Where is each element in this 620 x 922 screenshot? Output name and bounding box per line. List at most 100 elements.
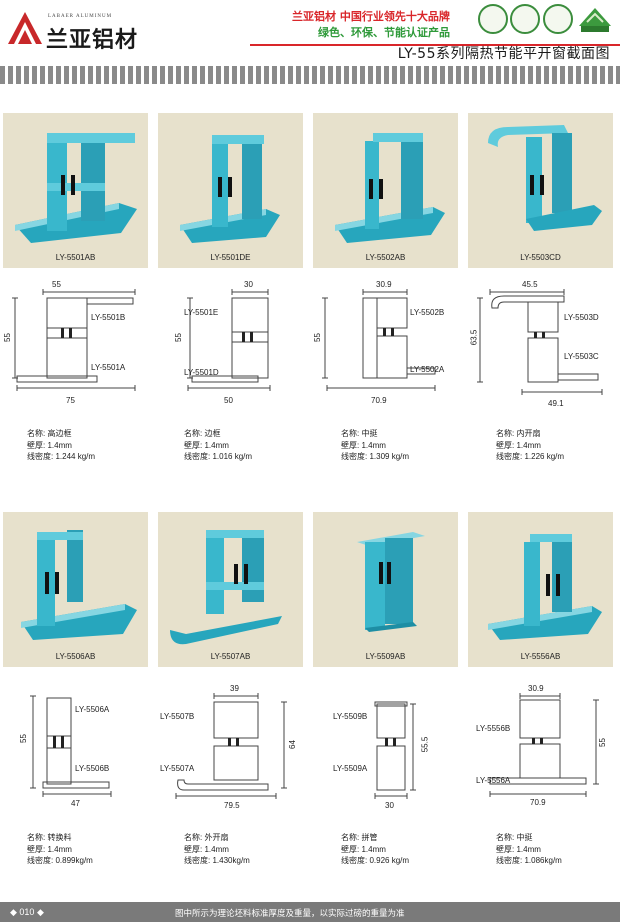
page-title: LY-55系列隔热节能平开窗截面图 xyxy=(397,46,610,62)
part-label-a: LY-5501A xyxy=(91,363,126,372)
profile-render-ly-5556ab: LY-5556AB xyxy=(468,512,613,667)
spec-name-label: 名称: xyxy=(496,833,515,842)
part-label-b: LY-5509B xyxy=(333,712,368,721)
profile-code: LY-5506AB xyxy=(55,652,96,661)
spec-density-label: 线密度: xyxy=(27,452,54,461)
section-drawing-ly-5501ab: 55 55 75 LY-5501B LY-5501A xyxy=(3,278,148,408)
spec-wall: 1.4mm xyxy=(361,440,386,450)
brand-name: 兰亚铝材 xyxy=(46,28,139,53)
green-building-badge-icon xyxy=(579,8,611,32)
section-outline-icon xyxy=(175,693,287,799)
spec-name-label: 名称: xyxy=(341,429,360,438)
dimension-width-top: 39 xyxy=(230,684,239,693)
spec-wall-label: 壁厚: xyxy=(341,844,360,854)
part-label-b: LY-5507B xyxy=(160,712,195,721)
spec-name-label: 名称: xyxy=(341,833,360,842)
spec-wall: 1.4mm xyxy=(361,844,386,854)
spec-name: 转换料 xyxy=(47,833,72,842)
dimension-height: 55 xyxy=(2,333,12,342)
dimension-height: 55 xyxy=(597,738,607,747)
spec-name: 内开扇 xyxy=(516,429,541,438)
environmental-seal-icon xyxy=(510,4,540,34)
brand-latin-name: LABAER ALUMINUM xyxy=(48,14,113,19)
section-drawing-ly-5556ab: 30.9 55 70.9 LY-5556B LY-5556A xyxy=(468,682,613,812)
section-outline-icon xyxy=(12,289,136,391)
profile-code: LY-5501AB xyxy=(55,253,96,262)
spec-density: 1.430kg/m xyxy=(212,856,250,865)
spec-name: 高边框 xyxy=(47,429,72,438)
decorative-stripe xyxy=(0,66,620,84)
aluminum-profile-render-icon xyxy=(357,532,425,632)
certification-seal-icon xyxy=(478,4,508,34)
page-header: LABAER ALUMINUM 兰亚铝材 兰亚铝材 中国行业领先十大品牌 绿色、… xyxy=(0,0,620,62)
profile-code: LY-5507AB xyxy=(210,652,251,661)
part-label-a: LY-5507A xyxy=(160,764,195,773)
profile-code: LY-5503CD xyxy=(520,253,561,262)
spec-density: 0.926 kg/m xyxy=(369,856,410,865)
brand-logo-icon xyxy=(8,12,42,44)
spec-density-label: 线密度: xyxy=(184,856,211,865)
profile-render-ly-5507ab: LY-5507AB xyxy=(158,512,303,667)
part-label-a: LY-5502A xyxy=(410,365,445,374)
brand-slogan: 兰亚铝材 中国行业领先十大品牌 xyxy=(292,10,450,23)
dimension-height: 64 xyxy=(287,740,297,749)
spec-density-label: 线密度: xyxy=(496,856,523,865)
part-label-d: LY-5501D xyxy=(184,368,219,377)
part-label-b: LY-5501B xyxy=(91,313,126,322)
aluminum-profile-render-icon xyxy=(488,125,602,231)
page-number: ◆ 010 ◆ xyxy=(10,907,44,917)
spec-wall: 1.4mm xyxy=(204,844,229,854)
dimension-width-top: 30 xyxy=(244,280,253,289)
aluminum-profile-render-icon xyxy=(170,530,282,645)
spec-block-ly-5503cd: 名称: 内开扇 壁厚: 1.4mm 线密度: 1.226 kg/m xyxy=(496,428,564,463)
part-label-b: LY-5506B xyxy=(75,764,110,773)
spec-wall-label: 壁厚: xyxy=(496,440,515,450)
spec-wall-label: 壁厚: xyxy=(27,844,46,854)
aluminum-profile-render-icon xyxy=(21,530,137,640)
spec-wall: 1.4mm xyxy=(47,844,72,854)
section-drawing-ly-5506ab: 55 47 LY-5506A LY-5506B xyxy=(3,682,148,812)
spec-wall-label: 壁厚: xyxy=(184,440,203,450)
section-drawing-ly-5501de: 30 55 50 LY-5501E LY-5501D xyxy=(158,278,303,408)
spec-density: 1.226 kg/m xyxy=(524,452,565,461)
profile-render-ly-5509ab: LY-5509AB xyxy=(313,512,458,667)
spec-block-ly-5501ab: 名称: 高边框 壁厚: 1.4mm 线密度: 1.244 kg/m xyxy=(27,428,95,463)
profile-render-ly-5501ab: LY-5501AB xyxy=(3,113,148,268)
dimension-width-bottom: 47 xyxy=(71,799,80,808)
section-outline-icon xyxy=(374,701,416,799)
spec-name: 边框 xyxy=(204,429,221,438)
aluminum-profile-render-icon xyxy=(15,133,137,243)
aluminum-profile-render-icon xyxy=(488,534,602,640)
spec-block-ly-5506ab: 名称: 转换料 壁厚: 1.4mm 线密度: 0.899kg/m xyxy=(27,832,93,867)
profile-render-ly-5501de: LY-5501DE xyxy=(158,113,303,268)
spec-wall-label: 壁厚: xyxy=(496,844,515,854)
spec-name-label: 名称: xyxy=(27,429,46,438)
spec-name-label: 名称: xyxy=(27,833,46,842)
dimension-height: 55.5 xyxy=(420,736,430,753)
eco-slogan: 绿色、环保、节能认证产品 xyxy=(318,26,450,39)
section-outline-icon xyxy=(30,695,112,797)
part-label-c: LY-5503C xyxy=(564,352,599,361)
spec-density: 1.016 kg/m xyxy=(212,452,253,461)
part-label-d: LY-5503D xyxy=(564,313,599,322)
spec-wall: 1.4mm xyxy=(516,844,541,854)
spec-wall: 1.4mm xyxy=(47,440,72,450)
spec-density-label: 线密度: xyxy=(184,452,211,461)
spec-density-label: 线密度: xyxy=(27,856,54,865)
spec-name: 拼管 xyxy=(361,833,378,842)
section-outline-icon xyxy=(187,289,271,391)
dimension-height: 55 xyxy=(18,734,28,743)
spec-density: 0.899kg/m xyxy=(55,856,93,865)
spec-name-label: 名称: xyxy=(184,833,203,842)
disclaimer-note: 图中所示为理论坯料标准厚度及重量，以实际过磅的重量为准 xyxy=(175,909,405,919)
page-footer: ◆ 010 ◆ 图中所示为理论坯料标准厚度及重量，以实际过磅的重量为准 xyxy=(0,902,620,922)
spec-name-label: 名称: xyxy=(496,429,515,438)
section-outline-icon xyxy=(477,289,603,395)
dimension-width-bottom: 30 xyxy=(385,801,394,810)
spec-block-ly-5502ab: 名称: 中挺 壁厚: 1.4mm 线密度: 1.309 kg/m xyxy=(341,428,409,463)
part-label-b: LY-5502B xyxy=(410,308,445,317)
section-drawing-ly-5502ab: 30.9 55 70.9 LY-5502B LY-5502A xyxy=(313,278,458,408)
dimension-height: 55 xyxy=(173,333,183,342)
profile-render-ly-5503cd: LY-5503CD xyxy=(468,113,613,268)
section-drawing-ly-5507ab: 39 64 79.5 LY-5507B LY-5507A xyxy=(158,682,303,812)
